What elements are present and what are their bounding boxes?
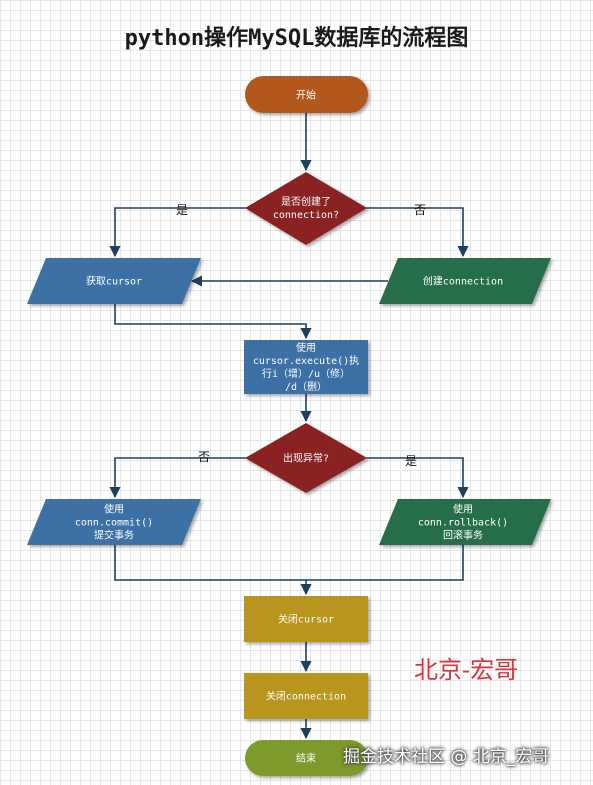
node-text-line: conn.rollback(): [418, 518, 508, 529]
node-text-line: cursor.execute()执: [253, 354, 359, 367]
diagram-title: python操作MySQL数据库的流程图: [124, 26, 469, 51]
create-connection-label: 创建connection: [423, 275, 503, 288]
decision1-diamond-shape: [245, 172, 367, 245]
node-text-line: connection?: [273, 210, 339, 221]
node-text-line: 结束: [296, 752, 316, 765]
start-label: 开始: [296, 89, 316, 102]
node-text-line: 获取cursor: [86, 276, 142, 288]
node-commit: 使用 conn.commit()提交事务: [27, 499, 201, 545]
node-text-line: 使用: [104, 503, 124, 516]
edge-decision1-yes: [109, 207, 246, 258]
close-cursor-label: 关闭cursor: [278, 613, 334, 626]
node-text-line: 使用: [453, 503, 473, 516]
node-text-line: 行i（增）/u（修）: [262, 367, 350, 380]
node-text-line: /d（删）: [285, 381, 327, 393]
node-close-connection: 关闭connection: [244, 673, 368, 719]
commit-label: 使用 conn.commit()提交事务: [75, 503, 153, 542]
edge-label-d2-yes: 是: [405, 454, 417, 468]
node-create-connection: 创建connection: [379, 258, 551, 304]
close-connection-process-shape: [244, 673, 368, 719]
node-text-line: 提交事务: [94, 529, 134, 542]
node-text-line: 关闭cursor: [278, 613, 334, 626]
node-start: 开始: [245, 76, 368, 113]
node-rollback: 使用 conn.rollback()回滚事务: [379, 499, 551, 545]
author-watermark: 北京-宏哥: [414, 656, 519, 684]
edge-decision2-no: [109, 457, 246, 499]
edge-decision2-yes: [366, 457, 469, 499]
end-label: 结束: [296, 752, 316, 765]
node-text-line: 开始: [296, 89, 316, 102]
node-end: 结束: [245, 740, 368, 776]
rollback-label: 使用 conn.rollback()回滚事务: [418, 503, 508, 542]
close-connection-label: 关闭connection: [266, 690, 346, 703]
get-cursor-parallelogram-shape: [27, 258, 201, 304]
decision1-label: 是否创建了 connection?: [273, 195, 339, 221]
edge-get-cursor-to-execute: [114, 304, 312, 340]
execute-process-shape: [244, 340, 368, 394]
node-text-line: 创建connection: [423, 275, 503, 288]
node-decision-connection-created: 是否创建了 connection?: [245, 172, 367, 245]
edge-decision1-no: [366, 207, 469, 258]
commit-parallelogram-shape: [27, 499, 201, 545]
edge-label-d1-yes: 是: [176, 203, 188, 217]
get-cursor-label: 获取cursor: [86, 276, 142, 288]
node-get-cursor: 获取cursor: [27, 258, 201, 304]
start-terminal-shape: [245, 76, 368, 113]
close-cursor-process-shape: [244, 596, 368, 642]
node-close-cursor: 关闭cursor: [244, 596, 368, 642]
end-terminal-shape: [245, 740, 368, 776]
edge-label-d2-no: 否: [198, 450, 210, 464]
decision2-diamond-shape: [245, 423, 367, 493]
node-text-line: 关闭connection: [266, 690, 346, 703]
site-watermark: 掘金技术社区 @ 北京_宏哥: [343, 747, 550, 767]
decision2-label: 出现异常?: [283, 452, 329, 465]
node-text-line: 出现异常?: [283, 452, 329, 465]
edge-label-d1-no: 否: [414, 203, 426, 217]
node-text-line: 使用: [296, 341, 316, 354]
node-decision-exception: 出现异常?: [245, 423, 367, 493]
node-text-line: 是否创建了: [281, 195, 331, 208]
node-text-line: conn.commit(): [75, 518, 153, 529]
rollback-parallelogram-shape: [379, 499, 551, 545]
node-text-line: 回滚事务: [443, 529, 483, 542]
create-connection-parallelogram-shape: [379, 258, 551, 304]
edge-commit-merge: [114, 545, 464, 581]
